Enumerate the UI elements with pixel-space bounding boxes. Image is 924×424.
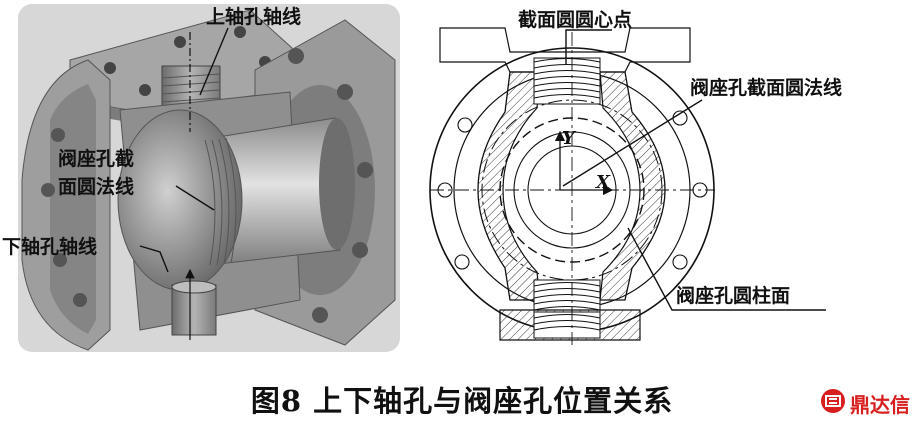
valve-cutaway-render (18, 4, 400, 352)
section-center-leader (565, 29, 612, 64)
label-seat-normal-line2: 面圆法线 (58, 175, 134, 198)
watermark-logo: 鼎达信 (818, 386, 924, 418)
upper-axis-leader (199, 27, 229, 96)
figure-caption: 图8 上下轴孔与阀座孔位置关系 (250, 384, 674, 418)
label-section-center: 截面圆圆心点 (518, 8, 632, 31)
lower-axis-leader (139, 245, 169, 273)
axis-x-label: X (595, 172, 611, 193)
seat-normal-leader (175, 185, 215, 211)
label-seat-normal-line1: 阀座孔截 (58, 147, 134, 170)
seat-normal-leader-right (562, 99, 703, 187)
label-seat-cylinder: 阀座孔圆柱面 (676, 284, 790, 307)
watermark-icon (821, 389, 845, 413)
label-seat-normal-right: 阀座孔截面圆法线 (690, 76, 842, 99)
valve-section-drawing (429, 27, 715, 345)
label-upper-axis: 上轴孔轴线 (206, 5, 301, 28)
axis-y-label: Y (562, 128, 577, 149)
watermark-text: 鼎达信 (850, 393, 910, 417)
seat-cylinder-leader (627, 227, 826, 311)
label-lower-axis: 下轴孔轴线 (2, 235, 97, 258)
